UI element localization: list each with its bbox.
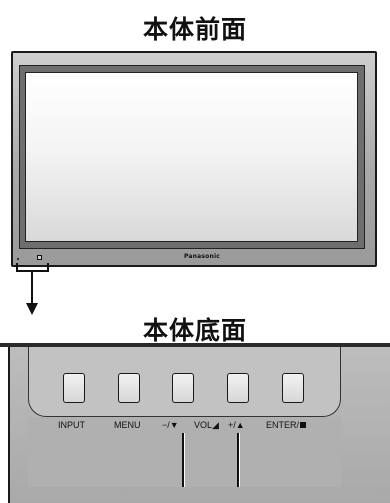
front-view-title: 本体前面 (142, 15, 247, 44)
volume-down-leader-highlight (184, 433, 185, 487)
remote-sensor-icon (37, 255, 42, 260)
volume-down-button[interactable] (172, 373, 194, 403)
input-button-label: INPUT (58, 420, 85, 430)
stop-square-icon (300, 422, 307, 428)
enter-button[interactable] (282, 373, 304, 403)
volume-up-leader-highlight (239, 433, 240, 487)
volume-up-button[interactable] (227, 373, 249, 403)
volume-label: VOL◢ (194, 420, 219, 430)
volume-down-leader-line (182, 433, 184, 487)
brand-logo: Panasonic (184, 253, 220, 260)
power-indicator-icon (17, 258, 19, 260)
enter-label-text: ENTER/ (266, 420, 300, 430)
tv-screen (25, 72, 358, 242)
enter-button-label: ENTER/ (266, 420, 307, 430)
menu-button[interactable] (118, 373, 140, 403)
input-button[interactable] (63, 373, 85, 403)
volume-up-button-label: +/▲ (228, 420, 245, 430)
bottom-panel-edge (0, 343, 390, 347)
bottom-view-title: 本体底面 (142, 316, 247, 345)
volume-down-button-label: −/▼ (162, 420, 179, 430)
volume-up-leader-line (237, 433, 239, 487)
menu-button-label: MENU (114, 420, 141, 430)
